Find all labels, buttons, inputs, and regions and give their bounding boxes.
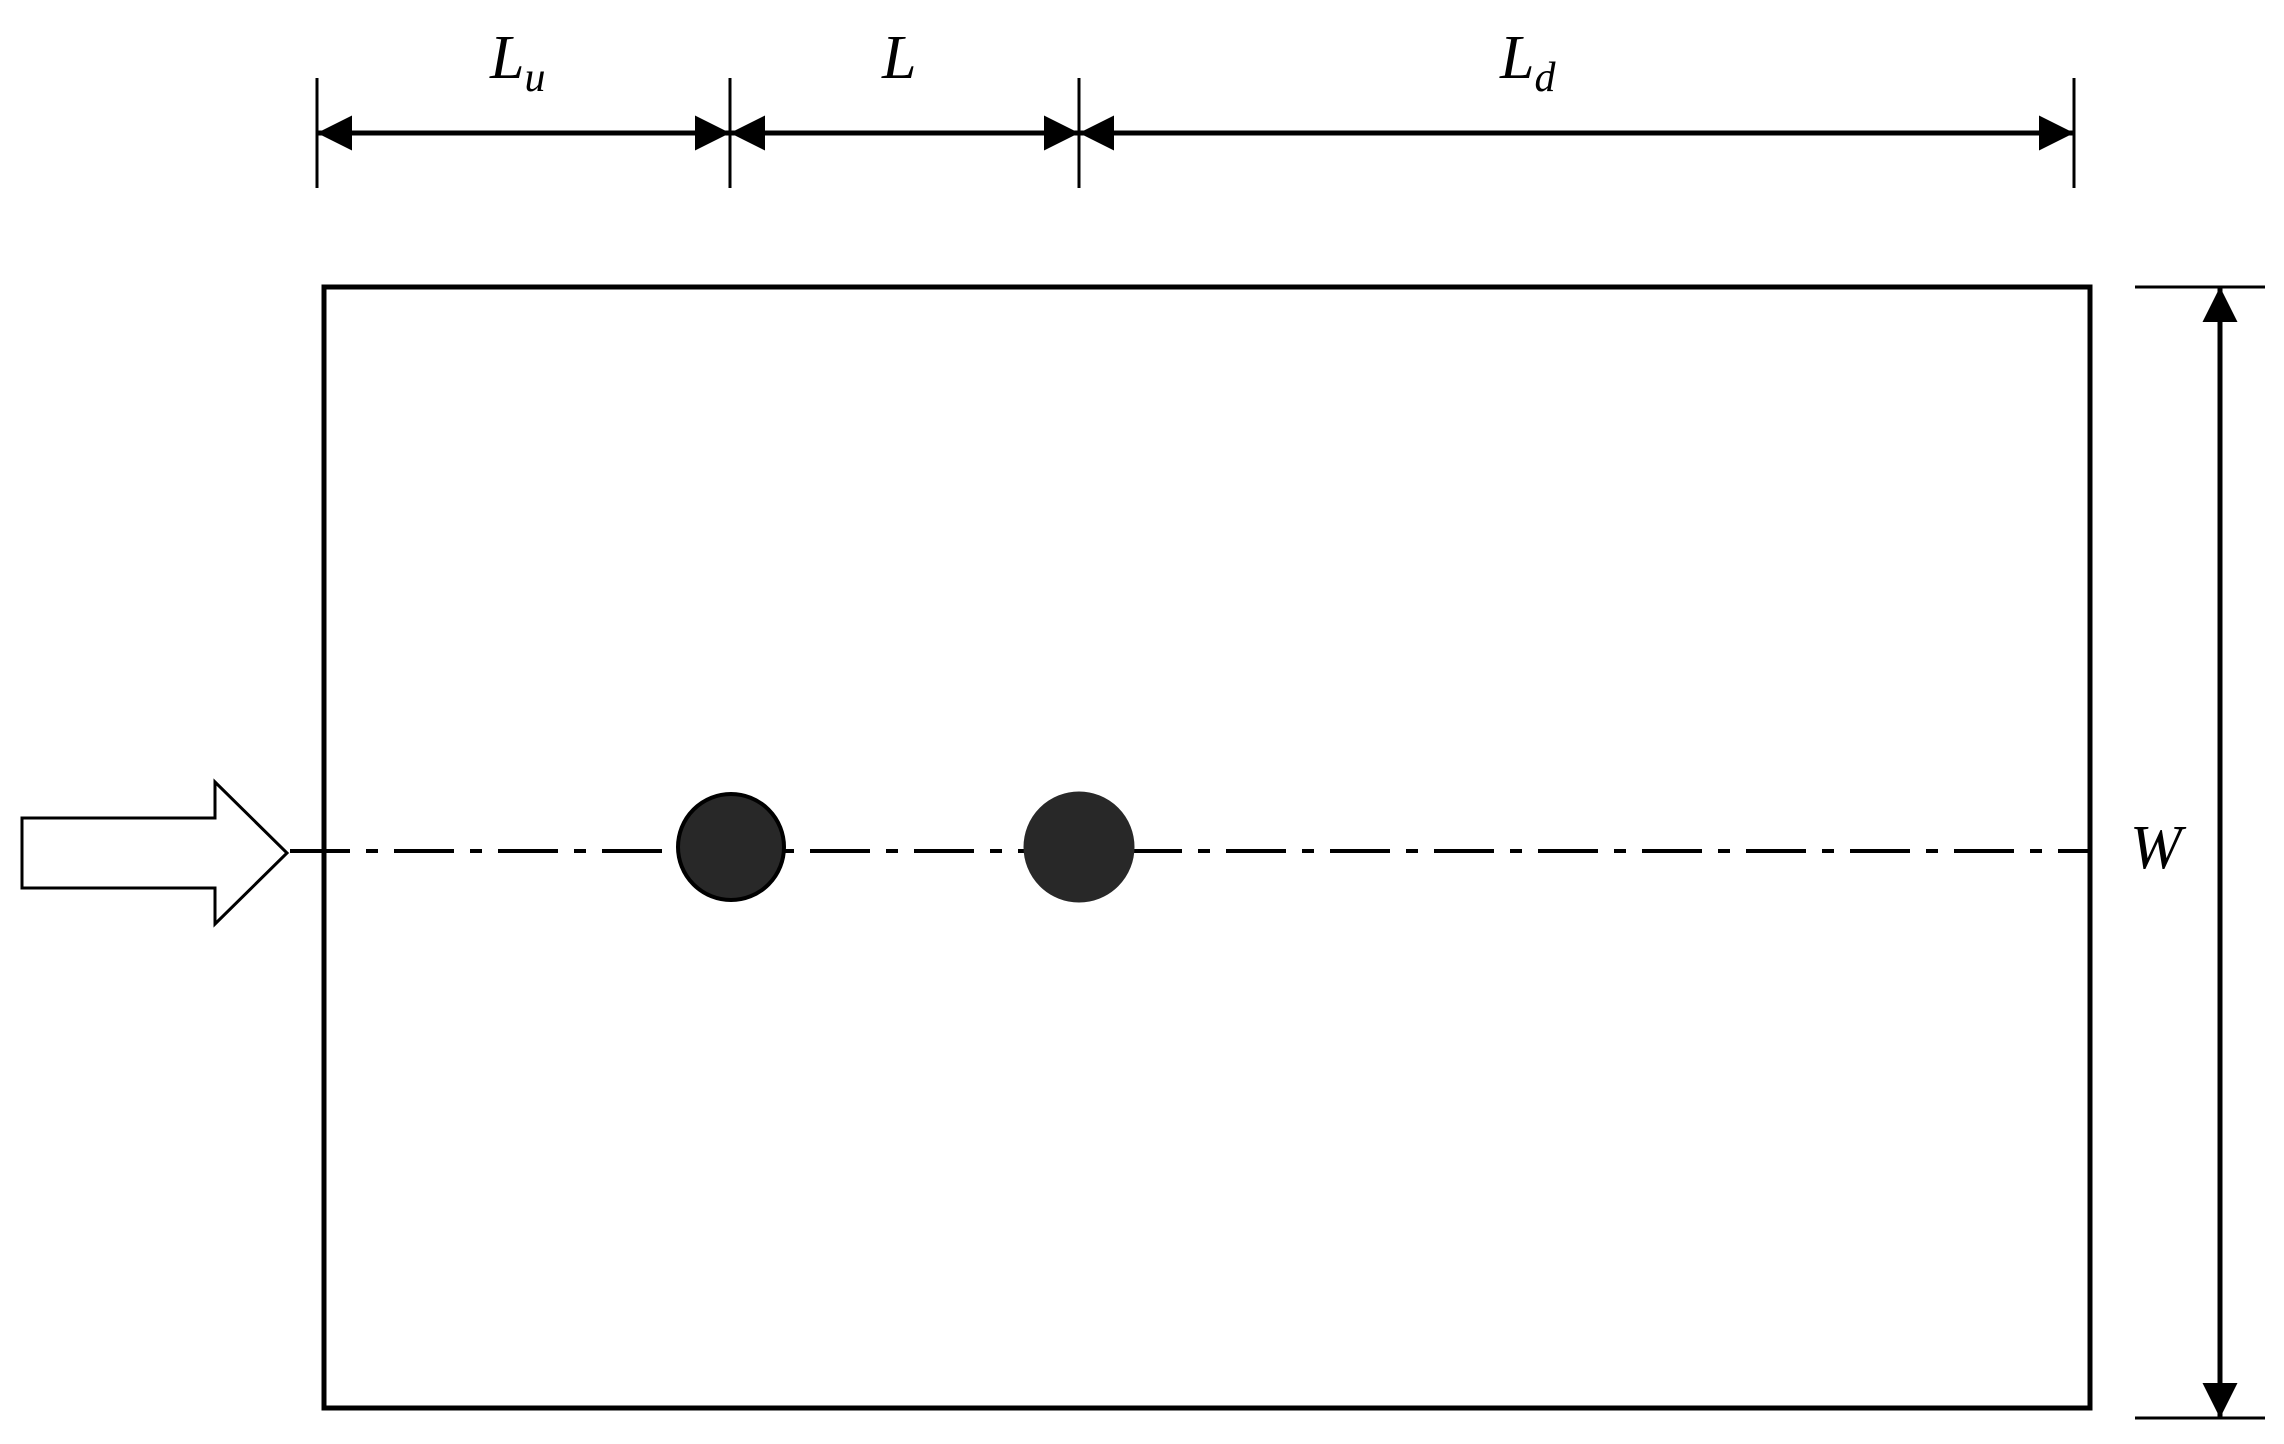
width-label: W [2130,814,2187,882]
downstream-length-label: Ld [1499,24,1556,101]
hollow-right-arrow-icon [20,778,290,928]
width-dimension-group [2135,285,2265,1420]
top-dimension-lines [315,78,2076,188]
spacing-length-label: L [881,24,916,92]
upstream-length-label: Lu [489,24,545,101]
upstream-length-subscript: u [524,55,545,101]
upstream-cylinder [676,792,786,902]
channel-domain [321,284,2093,1411]
downstream-cylinder [1023,791,1135,903]
downstream-length-subscript: d [1534,55,1556,101]
